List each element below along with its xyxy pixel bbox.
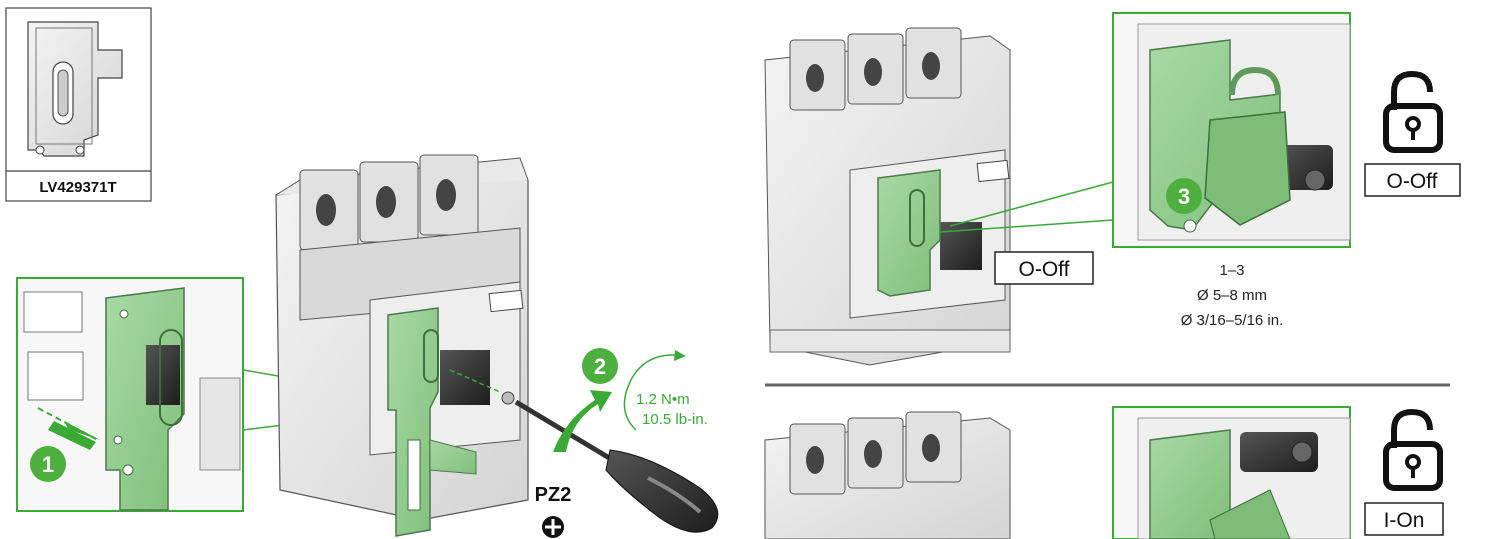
circuit-breaker-off [764, 27, 1011, 366]
part-reference-box: LV429371T [5, 7, 152, 202]
step-3-detail [1112, 12, 1351, 248]
circuit-breaker-on [764, 411, 1011, 539]
padlock-icon [1383, 70, 1443, 153]
on-detail [1112, 406, 1351, 539]
step-3-badge [1166, 178, 1202, 214]
torque-metric: 1.2 N•m [636, 391, 690, 408]
torque-rotation-icon [623, 354, 676, 431]
position-off-label: O-Off [1387, 170, 1438, 193]
step-3-number: 3 [1178, 184, 1190, 209]
phillips-screw-head-icon [542, 516, 564, 538]
part-reference-label: LV429371T [39, 179, 116, 196]
padlock-shackle-metric: Ø 5–8 mm [1197, 287, 1267, 304]
position-off-badge-main [994, 251, 1094, 285]
position-on-label: I-On [1384, 509, 1425, 532]
padlock-shackle-imperial: Ø 3/16–5/16 in. [1181, 312, 1284, 329]
step-1-badge [30, 446, 66, 482]
tool-label: PZ2 [535, 484, 572, 506]
circuit-breaker-main [275, 154, 529, 537]
padlock-quantity: 1–3 [1219, 262, 1244, 279]
padlock-icon-on [1383, 408, 1443, 491]
step-2-badge [582, 348, 618, 384]
tighten-arrow-icon [553, 390, 612, 452]
padlock-plate-thumbnail [27, 21, 123, 157]
position-on-badge [1364, 502, 1444, 536]
torque-imperial: 10.5 lb-in. [642, 411, 708, 428]
step-1-number: 1 [42, 452, 54, 477]
step-2-number: 2 [594, 354, 606, 379]
position-off-badge [1364, 163, 1461, 197]
position-off-label-main: O-Off [1019, 258, 1070, 281]
